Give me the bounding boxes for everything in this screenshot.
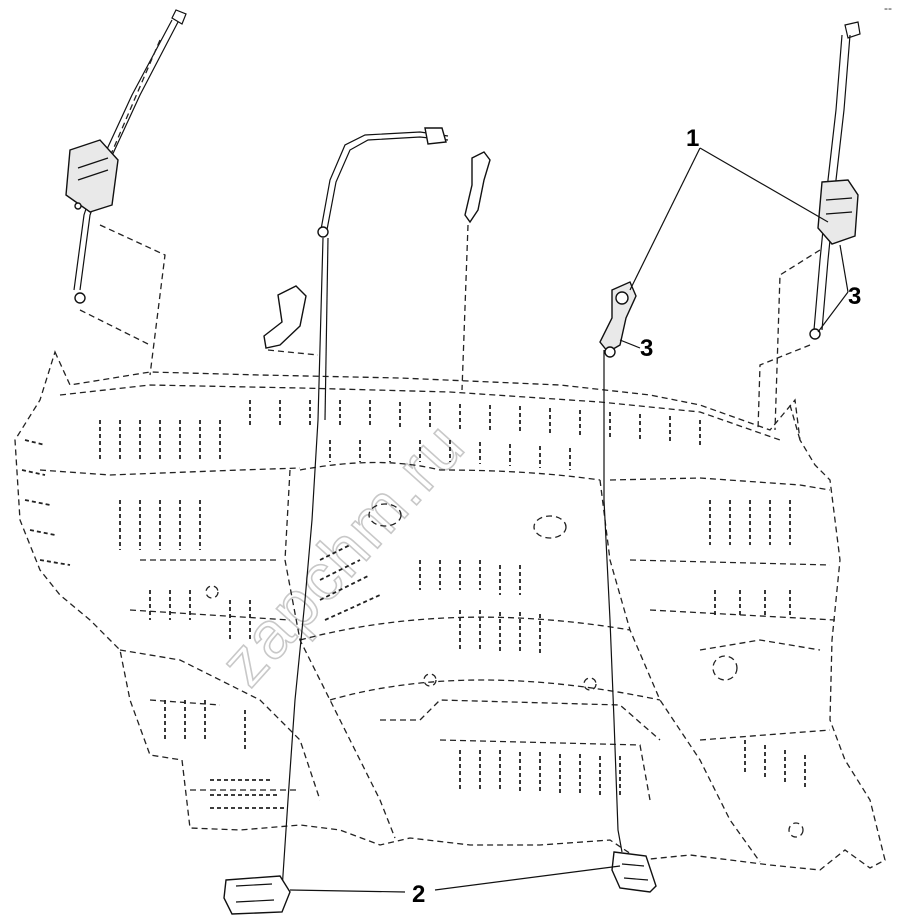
watermark-text: zapchm.ru xyxy=(205,407,478,699)
callout-2: 2 xyxy=(412,881,425,908)
callout-3a: 3 xyxy=(640,335,653,362)
floor-ribs-center xyxy=(210,544,621,809)
belt-clip-center xyxy=(461,151,491,391)
belt-bracket-left xyxy=(263,285,319,356)
floor-ribs-left xyxy=(99,420,251,750)
floor-ribs-right xyxy=(709,500,806,790)
floor-bracket-right xyxy=(611,851,657,893)
callout-1: 1 xyxy=(686,125,699,152)
seat-belt-retractor-right xyxy=(757,21,861,431)
belt-buckle-center-right xyxy=(599,281,637,853)
floor-ribs-top xyxy=(249,400,701,470)
center-belt-cable xyxy=(281,127,449,891)
callout-3b: 3 xyxy=(848,283,861,310)
floor-bracket-left xyxy=(223,875,291,915)
seat-belt-retractor-left xyxy=(65,9,187,376)
corner-mark: -- xyxy=(884,1,892,15)
floor-panel xyxy=(14,350,886,871)
leader-lines xyxy=(289,147,849,893)
